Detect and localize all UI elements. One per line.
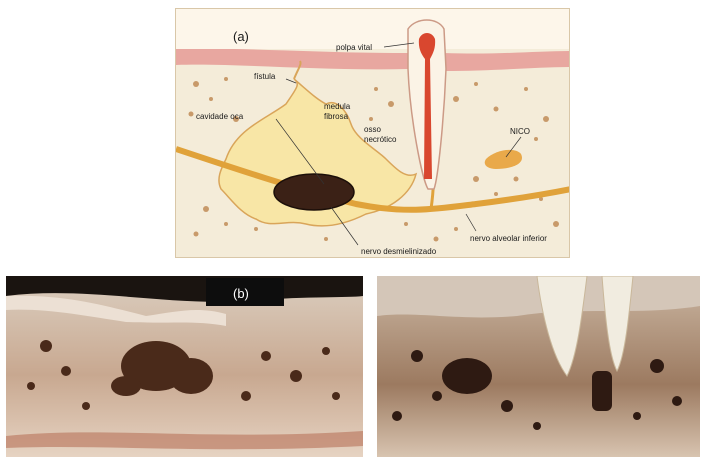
label-nervo-alveolar: nervo alveolar inferior [470,234,547,243]
label-medula-2: fibrosa [324,112,349,121]
panel-a-tag: (a) [233,29,249,44]
bone-section-photo-b: (b) [6,276,363,457]
label-nervo-desmielinizado: nervo desmielinizado [361,247,437,256]
label-fistula: fístula [254,72,276,81]
label-medula-1: medula [324,102,351,111]
label-cavidade-oca: cavidade oca [196,112,244,121]
photo-panel-b: (b) [6,276,363,457]
diagram-panel-a: (a) polpa vital fístula medula fibrosa c… [175,8,570,258]
photo-panel-c [377,276,700,457]
label-nico: NICO [510,127,530,136]
hollow-cavity [274,174,354,210]
panel-b-tag: (b) [233,286,249,301]
label-osso-2: necrótico [364,135,397,144]
label-polpa-vital: polpa vital [336,43,372,52]
bone-section-photo-c [377,276,700,457]
jaw-illustration: (a) polpa vital fístula medula fibrosa c… [176,9,570,258]
label-osso-1: osso [364,125,381,134]
